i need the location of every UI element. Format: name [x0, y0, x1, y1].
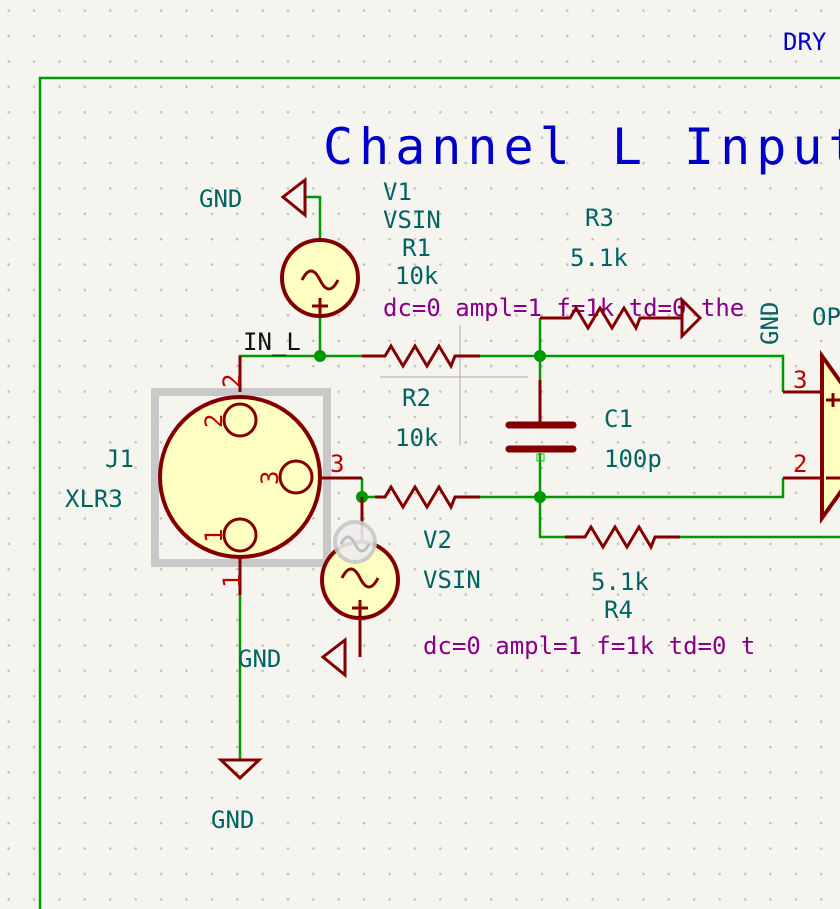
schematic-graphic — [536, 453, 545, 462]
schematic-text: XLR3 — [65, 485, 123, 513]
v2-voltage-source[interactable]: V2 VSIN dc=0 ampl=1 f=1k td=0 t GND — [238, 497, 755, 679]
schematic-text: R4 — [604, 596, 633, 624]
schematic-text: C1 — [604, 405, 633, 433]
schematic-graphic — [826, 393, 840, 480]
schematic-graphic — [375, 484, 480, 511]
schematic-graphic — [314, 350, 326, 362]
schematic-text: R3 — [585, 204, 614, 232]
schematic-text: R2 — [402, 384, 431, 412]
schematic-text: 5.1k — [570, 244, 628, 272]
schematic-text: 5.1k — [591, 568, 649, 596]
schematic-graphic — [238, 354, 362, 390]
schematic-text: R1 — [402, 234, 431, 262]
schematic-text: OP — [812, 303, 840, 331]
sine-icon — [340, 567, 380, 589]
net-label-in-l[interactable]: IN_L — [243, 328, 301, 356]
schematic-graphic — [312, 298, 328, 314]
schematic-text: VSIN — [383, 206, 441, 234]
j1-xlr-connector[interactable]: 2 3 1 2 3 1 J1 XLR3 — [65, 356, 362, 595]
schematic-text: 3 — [330, 450, 344, 478]
schematic-graphic — [480, 354, 785, 392]
r4-resistor[interactable]: 5.1k R4 — [565, 524, 680, 624]
gnd-symbol-j1[interactable]: GND — [211, 758, 263, 834]
schematic-graphic — [320, 636, 347, 679]
schematic-text: 2 — [218, 374, 246, 388]
schematic-graphic — [534, 350, 546, 362]
schematic-text: GND — [199, 185, 242, 213]
c1-capacitor[interactable]: C1 100p — [505, 380, 662, 473]
r1-resistor[interactable]: R1 10k — [362, 234, 480, 370]
schematic-graphic — [540, 305, 682, 332]
schematic-graphic — [339, 535, 371, 553]
schematic-text: 10k — [395, 424, 439, 452]
schematic-graphic — [158, 395, 322, 559]
schematic-graphic — [280, 176, 307, 219]
schematic-graphic — [480, 478, 785, 499]
schematic-text: 1 — [200, 529, 228, 543]
sine-icon — [300, 269, 340, 291]
gnd-label-r3: GND — [756, 302, 784, 345]
gnd-symbol-top[interactable]: GND — [199, 176, 307, 219]
sheet-border — [38, 76, 840, 909]
schematic-graphic — [565, 524, 680, 551]
schematic-text: 3 — [256, 471, 284, 485]
schematic-graphic — [820, 349, 840, 525]
off-sheet-label-dry[interactable]: DRY — [783, 28, 827, 56]
schematic-graphic — [222, 517, 258, 553]
schematic-text: 2 — [793, 450, 807, 478]
schematic-text: 1 — [218, 574, 246, 588]
op-amp[interactable]: 3 2 OP — [783, 303, 840, 525]
schematic-graphic — [534, 491, 546, 503]
v1-voltage-source[interactable]: V1 VSIN dc=0 ampl=1 f=1k td=0 the — [280, 178, 744, 322]
sheet-title: Channel L Input — [323, 118, 840, 176]
r2-resistor[interactable]: R2 10k — [375, 384, 480, 511]
schematic-text: 2 — [200, 414, 228, 428]
schematic-text: VSIN — [423, 566, 481, 594]
schematic-text: V2 — [423, 526, 452, 554]
schematic-text: J1 — [105, 445, 134, 473]
schematic-graphic — [305, 195, 322, 240]
schematic-text: GND — [211, 806, 254, 834]
schematic-graphic — [217, 758, 263, 781]
schematic-text: 3 — [793, 366, 807, 394]
v2-params: dc=0 ampl=1 f=1k td=0 t — [423, 632, 755, 660]
schematic-graphic — [222, 402, 258, 438]
schematic-graphic — [352, 600, 368, 616]
schematic-text: V1 — [383, 178, 412, 206]
schematic-text: 10k — [395, 262, 439, 290]
schematic-graphic — [278, 459, 314, 495]
schematic-graphic — [680, 296, 703, 340]
schematic-graphic — [538, 453, 565, 539]
schematic-graphic — [362, 343, 480, 370]
r3-resistor[interactable]: R3 5.1k GND — [540, 204, 784, 345]
gnd-label-v2: GND — [238, 645, 281, 673]
schematic-text: 100p — [604, 445, 662, 473]
